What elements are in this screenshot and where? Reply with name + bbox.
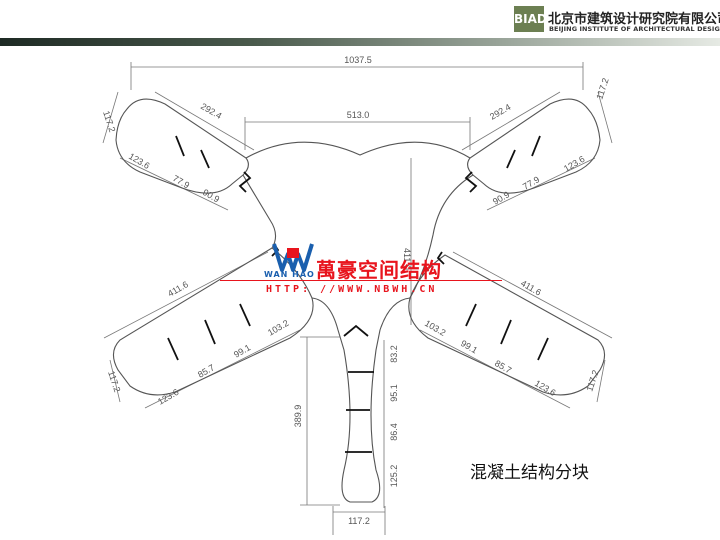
dim-bottom-seg4: 125.2 — [389, 465, 399, 488]
watermark-url: HTTP: //WWW.NBWH.CN — [266, 284, 438, 295]
dim-ul-arm-length: 292.4 — [199, 101, 224, 121]
dim-ur-seg3: 90.9 — [491, 189, 511, 206]
dim-bottom-seg1: 83.2 — [389, 345, 399, 363]
header-gradient-line — [0, 38, 720, 46]
wanhao-logo-text: WAN HAO — [264, 270, 315, 279]
dim-lr-arm-length: 411.6 — [519, 278, 543, 298]
dim-core-height: 411.0 — [402, 248, 412, 270]
header-bar — [0, 0, 720, 38]
dim-ur-arm-width: 117.2 — [594, 77, 610, 101]
dim-lr-arm-width: 117.2 — [584, 369, 600, 393]
dim-overall-width: 1037.5 — [344, 55, 372, 65]
dim-ur-seg1: 123.6 — [562, 154, 587, 174]
dim-bottom-arm-width: 117.2 — [348, 516, 370, 526]
dim-lr-seg2: 99.1 — [459, 338, 479, 355]
watermark-rule — [220, 280, 502, 281]
dim-ll-arm-length: 411.6 — [166, 279, 190, 299]
org-name-cn: 北京市建筑设计研究院有限公司 — [548, 12, 720, 27]
dim-ll-seg4: 103.2 — [266, 318, 291, 338]
dim-lr-seg1: 103.2 — [423, 318, 448, 338]
dim-core-width: 513.0 — [347, 110, 370, 120]
biad-logo: BIAD — [514, 6, 547, 32]
dim-ur-arm-length: 292.4 — [488, 102, 513, 122]
watermark-title: 萬豪空间结构 — [316, 258, 442, 282]
building-outline — [112, 98, 606, 503]
dim-ul-seg1: 123.6 — [127, 151, 152, 171]
caption-label: 混凝土结构分块 — [470, 463, 589, 483]
dim-bottom-seg3: 86.4 — [389, 423, 399, 441]
dim-bottom-arm-length: 389.9 — [293, 405, 303, 428]
dim-bottom-seg2: 95.1 — [389, 384, 399, 402]
org-name-en: BEIJING INSTITUTE OF ARCHITECTURAL DESIG… — [549, 25, 720, 33]
dim-ll-seg1: 123.6 — [156, 387, 181, 407]
segment-joints — [167, 135, 549, 453]
dim-ul-arm-width: 117.2 — [101, 110, 117, 134]
wanhao-logo — [272, 243, 314, 272]
